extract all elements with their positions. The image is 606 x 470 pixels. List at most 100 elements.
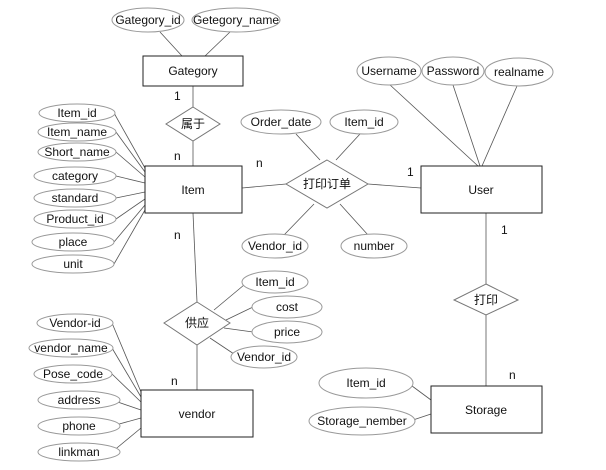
- attr-gategory-id: Gategory_id: [111, 7, 185, 33]
- attr-order-number-label: number: [354, 239, 395, 253]
- attr-gategory-name: Getegory_name: [191, 7, 281, 33]
- attr-order-item-id-label: Item_id: [344, 115, 383, 129]
- entity-user: User: [420, 165, 543, 214]
- attr-password: Password: [421, 56, 485, 86]
- entity-item: Item: [144, 165, 243, 214]
- attr-storage-item-id: Item_id: [318, 367, 414, 399]
- line-item-attr-4: [115, 175, 146, 184]
- line-item-attr-5: [115, 191, 146, 199]
- attr-supply-cost: cost: [251, 295, 323, 319]
- entity-gategory-label: Gategory: [168, 64, 217, 78]
- attr-item-name: Item_name: [37, 122, 117, 142]
- attr-vendor-id: Vendor-id: [36, 313, 114, 333]
- attr-unit-label: unit: [63, 257, 83, 271]
- attr-supply-price: price: [251, 320, 323, 344]
- attr-unit: unit: [31, 254, 115, 274]
- attr-order-number: number: [340, 233, 408, 259]
- attr-order-date-label: Order_date: [251, 115, 312, 129]
- attr-storage-nember: Storage_nember: [308, 406, 416, 436]
- attr-short-name-label: Short_name: [44, 145, 110, 159]
- attr-item-id: Item_id: [38, 103, 116, 123]
- attr-phone-label: phone: [62, 419, 96, 433]
- cardinality-item-shuyu: n: [174, 149, 181, 163]
- attr-gategory-id-label: Gategory_id: [115, 13, 180, 27]
- attr-storage-item-id-label: Item_id: [346, 376, 385, 390]
- line-item-attr-1: [113, 112, 146, 169]
- line-vendor-attr-2: [111, 347, 142, 398]
- attr-order-vendor-id-label: Vendor_id: [248, 239, 302, 253]
- line-item-attr-7: [113, 204, 146, 243]
- attr-username: Username: [356, 56, 422, 86]
- line-order-date: [295, 133, 321, 161]
- attr-vendor-name: vendor_name: [28, 338, 114, 358]
- relationship-gongying: 供应: [163, 301, 231, 346]
- attr-linkman: linkman: [37, 442, 121, 462]
- attr-standard: standard: [33, 188, 117, 208]
- attr-order-date: Order_date: [240, 109, 322, 135]
- line-gategory-id: [159, 31, 183, 57]
- line-order-item-id: [335, 133, 361, 161]
- line-user-password: [452, 84, 481, 167]
- attr-storage-nember-label: Storage_nember: [317, 414, 406, 428]
- line-item-attr-3: [115, 151, 146, 178]
- entity-user-label: User: [468, 183, 493, 197]
- line-supply-price: [223, 327, 254, 333]
- relationship-shuyu: 属于: [165, 106, 221, 142]
- line-supply-item-id: [213, 284, 245, 311]
- line-user-username: [388, 83, 479, 167]
- attr-supply-cost-label: cost: [276, 300, 299, 314]
- cardinality-vendor-gongying: n: [171, 374, 178, 388]
- attr-supply-price-label: price: [274, 325, 300, 339]
- line-dayin-dingdan-user: [367, 183, 422, 189]
- line-item-attr-6: [115, 198, 146, 220]
- attr-pose-code-label: Pose_code: [43, 367, 103, 381]
- attr-supply-vendor-id-label: Vendor_id: [237, 350, 291, 364]
- line-order-number: [339, 203, 369, 236]
- attr-linkman-label: linkman: [58, 445, 99, 459]
- entity-gategory: Gategory: [142, 55, 244, 87]
- connector-lines: [111, 31, 518, 453]
- cardinality-item-dayin-dingdan: n: [256, 156, 263, 170]
- attr-vendor-id-label: Vendor-id: [49, 316, 100, 330]
- attr-phone: phone: [37, 416, 121, 436]
- attr-item-id-label: Item_id: [57, 106, 96, 120]
- attr-pose-code: Pose_code: [33, 364, 113, 384]
- attr-realname: realname: [484, 57, 554, 87]
- attr-place-label: place: [59, 235, 88, 249]
- cardinality-storage-dayin: n: [509, 368, 516, 382]
- entity-storage: Storage: [430, 385, 543, 434]
- line-order-vendor-id: [283, 203, 315, 236]
- line-vendor-attr-3: [111, 373, 142, 403]
- attr-supply-item-id-label: Item_id: [255, 275, 294, 289]
- line-supply-vendor-id: [209, 337, 235, 355]
- attr-order-vendor-id: Vendor_id: [241, 233, 309, 259]
- line-vendor-attr-1: [111, 322, 142, 393]
- cardinality-user-dayin-dingdan: 1: [407, 165, 414, 179]
- cardinality-user-dayin: 1: [501, 223, 508, 237]
- entity-storage-label: Storage: [465, 403, 507, 417]
- relationship-dayin-dingdan-label: 打印订单: [303, 177, 351, 191]
- attr-order-item-id: Item_id: [329, 109, 399, 135]
- attr-password-label: Password: [427, 64, 480, 78]
- line-item-dayin-dingdan: [241, 183, 287, 189]
- attr-product-id-label: Product_id: [46, 212, 103, 226]
- attr-category: category: [33, 166, 117, 186]
- attr-realname-label: realname: [494, 65, 544, 79]
- relationship-dayin-dingdan: 打印订单: [285, 159, 369, 209]
- attr-supply-vendor-id: Vendor_id: [230, 345, 298, 369]
- attr-address: address: [37, 390, 121, 410]
- attr-product-id: Product_id: [33, 209, 117, 229]
- attr-place: place: [31, 232, 115, 252]
- entity-vendor-label: vendor: [179, 407, 216, 421]
- line-item-gongying: [192, 212, 198, 303]
- cardinality-item-gongying: n: [174, 228, 181, 242]
- attr-short-name: Short_name: [37, 142, 117, 162]
- line-gategory-name: [204, 31, 231, 57]
- attr-address-label: address: [58, 393, 101, 407]
- attr-supply-item-id: Item_id: [241, 270, 309, 294]
- attr-category-label: category: [52, 169, 98, 183]
- line-item-attr-2: [115, 131, 146, 173]
- attr-gategory-name-label: Getegory_name: [193, 13, 279, 27]
- line-supply-cost: [225, 306, 254, 321]
